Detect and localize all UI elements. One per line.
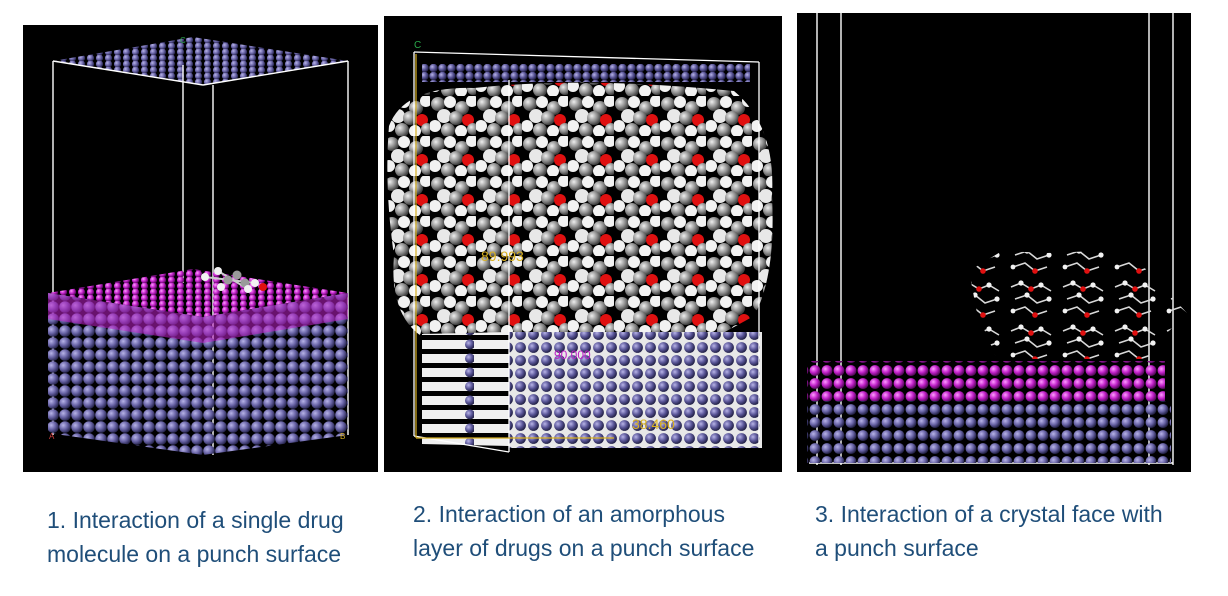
punch-slab-front-face: [509, 332, 762, 448]
drug-crystal-face: [969, 251, 1187, 359]
punch-surface-top: [48, 269, 348, 317]
axis-label-a: A: [49, 432, 55, 441]
simulation-image-crystal-face: [797, 13, 1191, 472]
simulation-image-single-molecule: C A B: [23, 25, 378, 472]
caption-line: molecule on a punch surface: [47, 541, 342, 567]
caption-line: 1. Interaction of a single drug: [47, 507, 344, 533]
punch-slab-left-face: [422, 332, 509, 446]
measure-label-2: 38.460: [632, 416, 675, 432]
upper-punch-layer: [53, 37, 348, 85]
caption-line: a punch surface: [815, 535, 979, 561]
amorphous-drug-layer: [387, 82, 773, 339]
punch-slab: [807, 401, 1171, 463]
cell-box-yellow: [415, 54, 614, 439]
caption-crystal-face: 3. Interaction of a crystal face with a …: [815, 497, 1195, 565]
axis-label-c: C: [414, 40, 421, 51]
caption-line: 2. Interaction of an amorphous: [413, 501, 725, 527]
punch-surface-top-layers: [807, 361, 1165, 401]
caption-single-molecule: 1. Interaction of a single drug molecule…: [47, 503, 387, 571]
simulation-image-amorphous-layer: 89.993 38.460 90.000 C: [384, 16, 782, 472]
crystal-face-render: [807, 13, 1187, 465]
measure-label-1: 89.993: [481, 248, 524, 264]
measure-label-3: 90.000: [554, 348, 591, 362]
cell-box: [413, 51, 760, 453]
caption-amorphous-layer: 2. Interaction of an amorphous layer of …: [413, 497, 793, 565]
upper-punch-row: [422, 64, 750, 82]
caption-line: layer of drugs on a punch surface: [413, 535, 755, 561]
axis-label-b: B: [340, 432, 345, 441]
amorphous-layer-render: 89.993 38.460 90.000 C: [387, 40, 773, 453]
drug-molecule: [201, 267, 267, 293]
caption-line: 3. Interaction of a crystal face with: [815, 501, 1163, 527]
single-molecule-render: C A B: [48, 36, 349, 455]
axis-label-c: C: [180, 36, 186, 45]
